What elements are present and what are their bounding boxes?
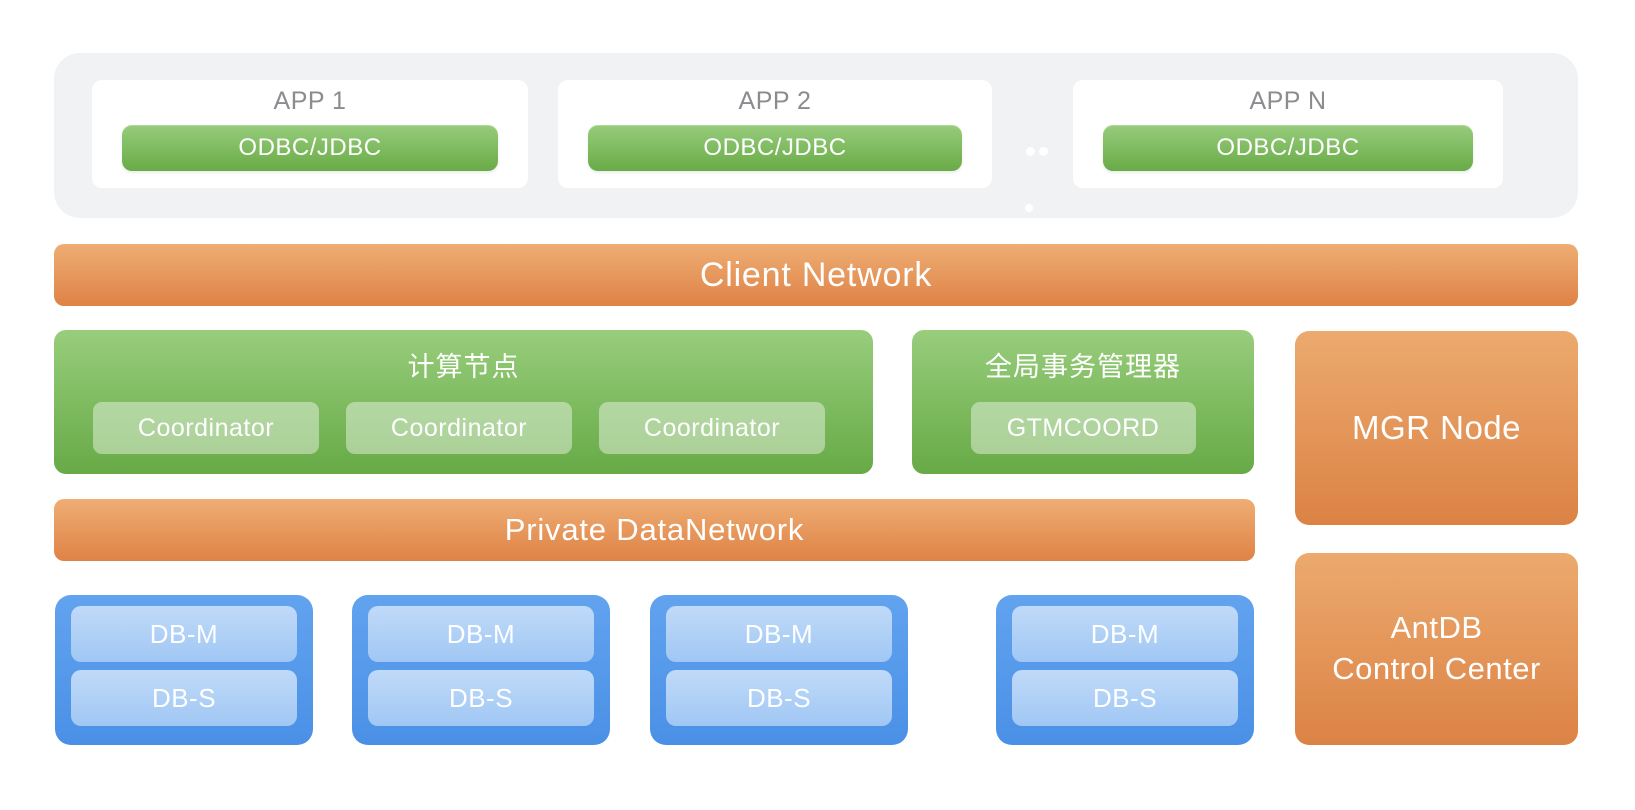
- app-title: APP N: [1249, 87, 1327, 115]
- db-master-badge: DB-M: [666, 606, 892, 662]
- gtm-box: 全局事务管理器 GTMCOORD: [912, 330, 1254, 474]
- coordinator-badge: Coordinator: [93, 402, 319, 454]
- control-center-line1: AntDB: [1390, 610, 1483, 646]
- coordinator-row: Coordinator Coordinator Coordinator: [54, 402, 873, 454]
- coordinator-badge: Coordinator: [346, 402, 572, 454]
- gtm-title: 全局事务管理器: [985, 352, 1181, 382]
- app-layer: APP 1 ODBC/JDBC APP 2 ODBC/JDBC APP N OD…: [54, 53, 1578, 218]
- app-card-2: APP 2 ODBC/JDBC: [558, 80, 992, 188]
- coordinator-badge: Coordinator: [599, 402, 825, 454]
- odbc-jdbc-badge: ODBC/JDBC: [1103, 125, 1473, 171]
- app-card-1: APP 1 ODBC/JDBC: [92, 80, 528, 188]
- db-standby-badge: DB-S: [1012, 670, 1238, 726]
- ellipsis-dot: [1039, 147, 1048, 156]
- control-center-line2: Control Center: [1332, 651, 1541, 686]
- compute-node-title: 计算节点: [407, 352, 520, 382]
- db-master-badge: DB-M: [71, 606, 297, 662]
- db-master-badge: DB-M: [368, 606, 594, 662]
- ellipsis-dot: [1026, 147, 1035, 156]
- db-group-1: DB-M DB-S: [55, 595, 313, 745]
- control-center-box: AntDB Control Center: [1295, 553, 1578, 745]
- db-standby-badge: DB-S: [368, 670, 594, 726]
- db-master-badge: DB-M: [1012, 606, 1238, 662]
- db-group-3: DB-M DB-S: [650, 595, 908, 745]
- app-title: APP 1: [273, 87, 347, 115]
- ellipsis-dot: [1025, 204, 1033, 212]
- db-standby-badge: DB-S: [71, 670, 297, 726]
- db-group-4: DB-M DB-S: [996, 595, 1254, 745]
- app-title: APP 2: [738, 87, 812, 115]
- odbc-jdbc-badge: ODBC/JDBC: [588, 125, 962, 171]
- gtmcoord-row: GTMCOORD: [912, 402, 1254, 454]
- gtmcoord-badge: GTMCOORD: [970, 402, 1196, 454]
- client-network-bar: Client Network: [54, 244, 1578, 306]
- private-datanetwork-bar: Private DataNetwork: [54, 499, 1255, 561]
- compute-node-box: 计算节点 Coordinator Coordinator Coordinator: [54, 330, 873, 474]
- db-group-2: DB-M DB-S: [352, 595, 610, 745]
- db-standby-badge: DB-S: [666, 670, 892, 726]
- mgr-node-box: MGR Node: [1295, 331, 1578, 525]
- odbc-jdbc-badge: ODBC/JDBC: [122, 125, 498, 171]
- app-card-n: APP N ODBC/JDBC: [1073, 80, 1503, 188]
